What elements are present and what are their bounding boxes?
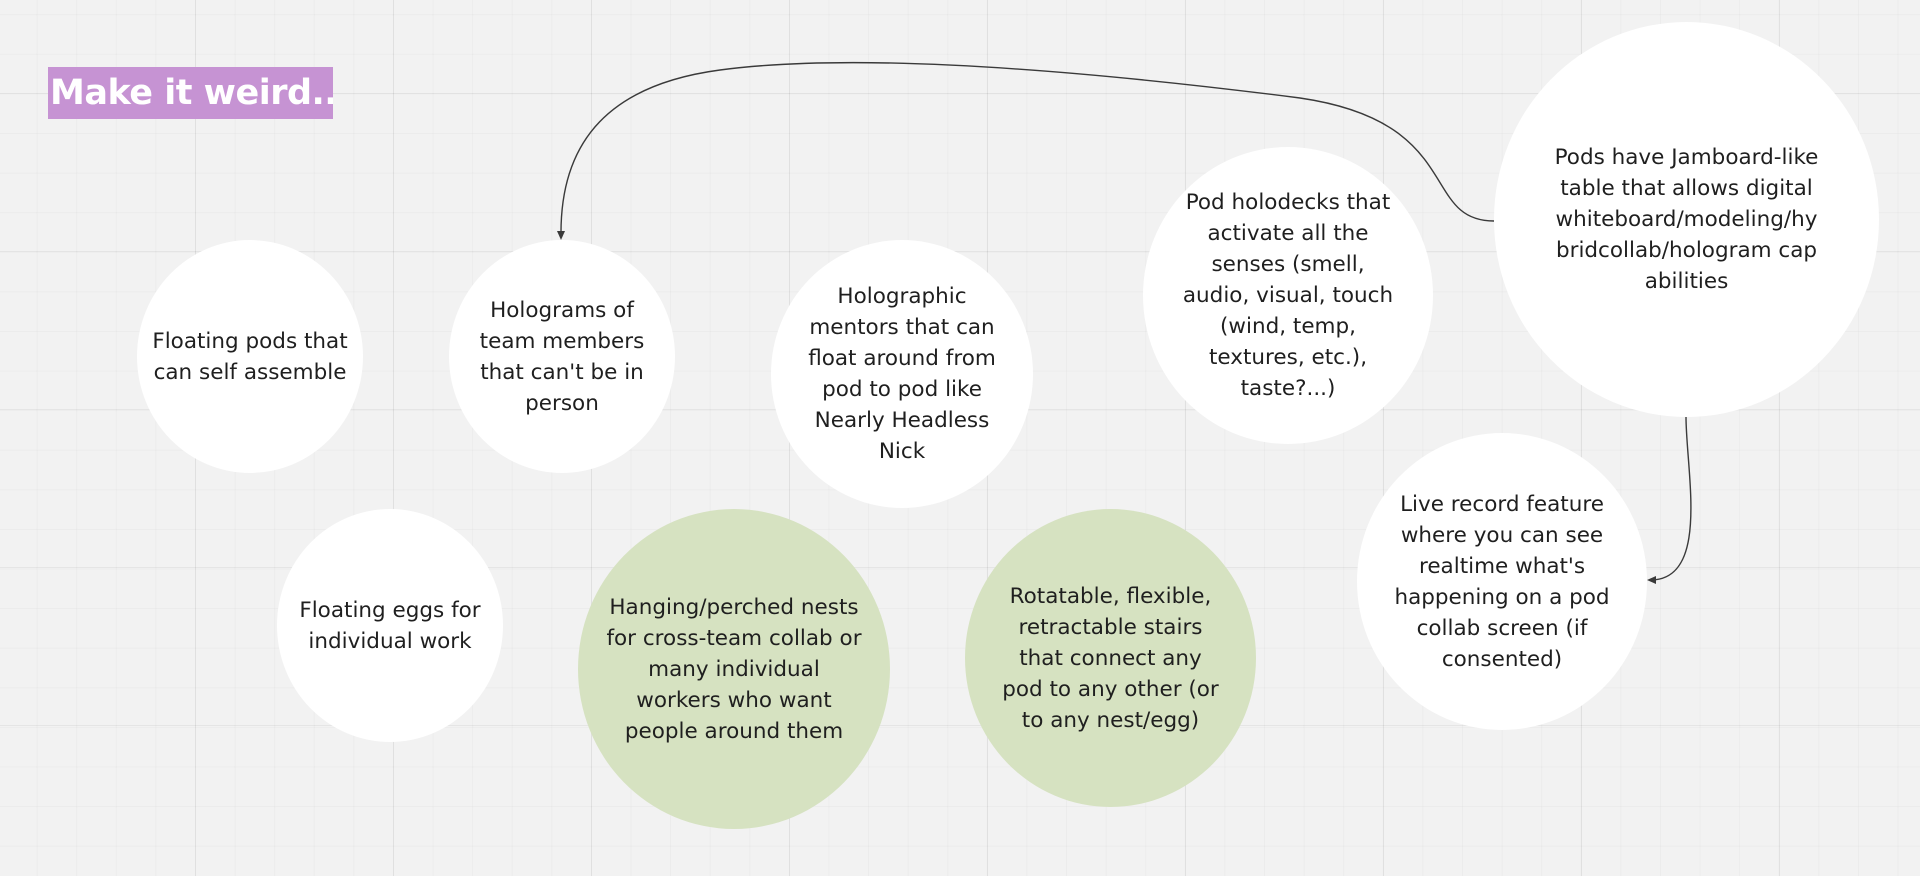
connector-arrowhead-holograms — [557, 231, 565, 240]
sticky-note-text: Floating pods that can self assemble — [152, 328, 348, 385]
sticky-note-rotatable-stairs[interactable]: Rotatable, flexible, retractable stairs … — [965, 509, 1256, 807]
sticky-note-text: Pods have Jamboard-like table that allow… — [1554, 145, 1819, 294]
sticky-note-live-record[interactable]: Live record feature where you can see re… — [1357, 433, 1647, 730]
sticky-note-jamboard-table[interactable]: Pods have Jamboard-like table that allow… — [1494, 22, 1879, 417]
connector-jamboard-to-live-record[interactable] — [1651, 416, 1692, 581]
sticky-note-text: Holographic mentors that can float aroun… — [808, 284, 996, 464]
sticky-note-text: Holograms of team members that can't be … — [479, 297, 645, 416]
sticky-note-pod-holodecks[interactable]: Pod holodecks that activate all the sens… — [1143, 147, 1433, 444]
sticky-note-text: Floating eggs for individual work — [299, 597, 481, 654]
sticky-note-floating-eggs[interactable]: Floating eggs for individual work — [277, 509, 503, 742]
sticky-note-floating-pods[interactable]: Floating pods that can self assemble — [137, 240, 363, 473]
sticky-note-text: Pod holodecks that activate all the sens… — [1182, 190, 1394, 401]
board-title-tag[interactable]: Make it weird... — [48, 67, 333, 119]
sticky-note-text: Hanging/perched nests for cross-team col… — [606, 594, 862, 744]
sticky-note-hanging-nests[interactable]: Hanging/perched nests for cross-team col… — [578, 509, 890, 829]
sticky-note-text: Live record feature where you can see re… — [1394, 491, 1610, 672]
sticky-note-holograms-team[interactable]: Holograms of team members that can't be … — [449, 240, 675, 473]
connector-arrowhead-live-record — [1647, 576, 1656, 584]
sticky-note-text: Rotatable, flexible, retractable stairs … — [1002, 583, 1219, 733]
sticky-note-holographic-mentors[interactable]: Holographic mentors that can float aroun… — [771, 240, 1033, 508]
